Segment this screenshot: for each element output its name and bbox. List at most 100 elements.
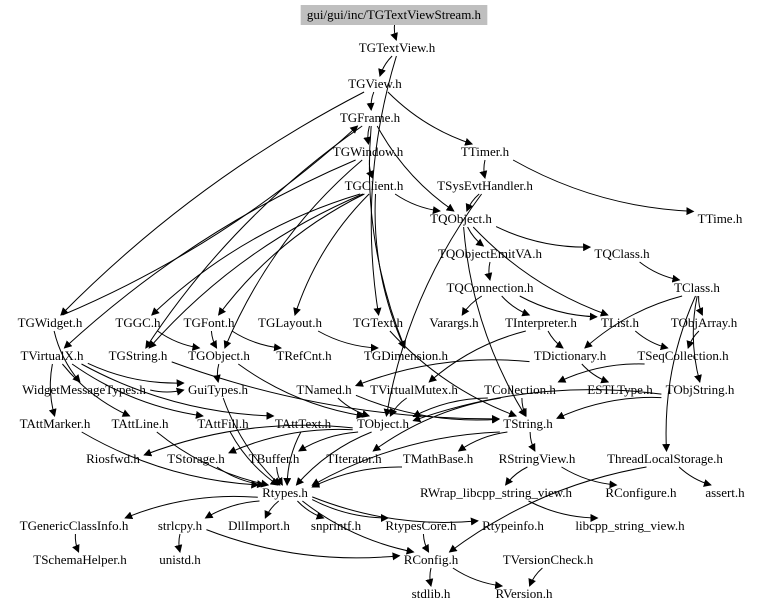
edge-TObject-to-TBuffer — [298, 431, 359, 452]
edge-strlcpy-to-RConfig — [206, 529, 401, 561]
node-ThreadLocalStorage: ThreadLocalStorage.h — [607, 451, 723, 466]
node-label: TQConnection.h — [446, 280, 534, 295]
node-TQObject: TQObject.h — [430, 211, 492, 226]
node-label: TIterator.h — [326, 451, 382, 466]
node-TGWindow: TGWindow.h — [333, 144, 404, 159]
edge-Rtypes-to-Rtypeinfo — [312, 496, 479, 526]
node-RWrap: RWrap_libcpp_string_view.h — [420, 485, 573, 500]
node-TGTextView: TGTextView.h — [359, 40, 436, 55]
edge-Rtypes-to-snprintf — [297, 500, 325, 520]
edge-TObjString-to-TString — [556, 396, 662, 420]
edge-TGFont-to-TGObject — [209, 330, 218, 349]
node-label: TGDimension.h — [364, 348, 449, 363]
node-label: TVirtualX.h — [20, 348, 84, 363]
edge-Rtypes-to-TGenericClassInfo — [124, 495, 258, 520]
node-TTime: TTime.h — [698, 211, 743, 226]
node-TGString: TGString.h — [109, 348, 168, 363]
node-TObjArray: TObjArray.h — [671, 315, 738, 330]
node-label: TGGC.h — [115, 315, 161, 330]
edge-RtypesCore-to-RConfig — [421, 533, 430, 553]
node-label: TVirtualMutex.h — [370, 382, 458, 397]
edge-TQClass-to-TClass — [639, 261, 681, 283]
edge-TString-to-TMathBase — [457, 431, 508, 452]
edge-TQConnection-to-Varargs — [461, 295, 483, 316]
node-DllImport: DllImport.h — [228, 518, 290, 533]
node-TQClass: TQClass.h — [594, 246, 650, 261]
node-GuiTypes: GuiTypes.h — [188, 382, 249, 397]
edge-TString-to-Rtypes — [311, 431, 500, 486]
node-label: Riosfwd.h — [86, 451, 140, 466]
node-label: ESTLType.h — [587, 382, 653, 397]
edge-TCollection-to-TObject — [412, 397, 488, 417]
node-label: TDictionary.h — [534, 348, 607, 363]
node-TGObject: TGObject.h — [188, 348, 250, 363]
node-label: Varargs.h — [429, 315, 479, 330]
node-TSchemaHelper: TSchemaHelper.h — [33, 552, 127, 567]
node-TStorage: TStorage.h — [167, 451, 225, 466]
node-RStringView: RStringView.h — [499, 451, 576, 466]
edge-RConfig-to-RVersion — [452, 567, 504, 590]
node-label: TGTextView.h — [359, 40, 436, 55]
edge-TGWindow-to-TVirtualX — [63, 159, 356, 349]
edge-RConfig-to-stdlib — [425, 567, 434, 587]
edge-TClass-to-ThreadLocalStorage — [662, 295, 696, 452]
edge-TGFrame-to-TGString — [145, 125, 363, 349]
node-TGFrame: TGFrame.h — [340, 110, 401, 125]
node-label: strlcpy.h — [158, 518, 203, 533]
edge-TSeqCollection-to-TCollection — [557, 363, 645, 383]
node-label: Rtypes.h — [262, 485, 308, 500]
edge-TGTextView-to-TGText — [370, 55, 397, 316]
node-label: TQObjectEmitVA.h — [438, 246, 543, 261]
node-TGView: TGView.h — [348, 76, 402, 91]
node-label: TGFont.h — [184, 315, 235, 330]
node-TObject: TObject.h — [357, 416, 410, 431]
node-label: snprintf.h — [311, 518, 362, 533]
node-TMathBase: TMathBase.h — [403, 451, 474, 466]
node-TVirtualX: TVirtualX.h — [20, 348, 84, 363]
edge-Rtypes-to-RtypesCore — [311, 499, 389, 522]
edge-strlcpy-to-unistd — [174, 533, 183, 553]
edge-TGWidget-to-WidgetMessageTypes — [53, 330, 81, 383]
edge-RWrap-to-libcpp — [528, 500, 599, 522]
edge-ThreadLocalStorage-to-RConfig — [448, 466, 647, 553]
edge-TNamed-to-TString — [355, 394, 500, 424]
node-TAttFill: TAttFill.h — [197, 416, 249, 431]
edge-TTimer-to-TSysEvtHandler — [479, 159, 488, 179]
node-snprintf: snprintf.h — [311, 518, 362, 533]
edge-TDictionary-to-ESTLType — [581, 363, 610, 384]
node-TObjString: TObjString.h — [666, 382, 735, 397]
node-TGGC: TGGC.h — [115, 315, 161, 330]
node-ESTLType: ESTLType.h — [587, 382, 653, 397]
node-label: TGWindow.h — [333, 144, 404, 159]
edge-TObject-to-Riosfwd — [143, 424, 353, 457]
node-TIterator: TIterator.h — [326, 451, 382, 466]
node-label: TCollection.h — [484, 382, 556, 397]
node-label: gui/gui/inc/TGTextViewStream.h — [307, 7, 482, 22]
node-TGClient: TGClient.h — [345, 178, 404, 193]
edge-TMathBase-to-Rtypes — [311, 466, 403, 488]
node-label: TStorage.h — [167, 451, 225, 466]
node-label: RWrap_libcpp_string_view.h — [420, 485, 573, 500]
node-label: TObject.h — [357, 416, 410, 431]
edge-TGFrame-to-TGWindow — [363, 125, 372, 145]
edge-TGWidget-to-TGFrame — [62, 125, 359, 316]
edge-TGTextView-to-TGView — [378, 55, 393, 77]
node-label: TClass.h — [674, 280, 720, 295]
edge-TGView-to-TGWidget — [60, 91, 365, 316]
node-RConfig: RConfig.h — [404, 552, 459, 567]
edge-TClass-to-TDictionary — [584, 295, 683, 349]
edge-TAttLine-to-Rtypes — [156, 431, 270, 488]
node-TTimer: TTimer.h — [461, 144, 510, 159]
node-stdlib: stdlib.h — [412, 586, 451, 601]
node-TVersionCheck: TVersionCheck.h — [503, 552, 594, 567]
edge-TVirtualX-to-TAttLine — [62, 363, 131, 417]
node-label: TGView.h — [348, 76, 402, 91]
node-RConfigure: RConfigure.h — [605, 485, 677, 500]
node-label: TVersionCheck.h — [503, 552, 594, 567]
node-TSeqCollection: TSeqCollection.h — [637, 348, 729, 363]
node-label: TGWidget.h — [18, 315, 83, 330]
edge-ThreadLocalStorage-to-assert — [678, 466, 712, 487]
node-TDictionary: TDictionary.h — [534, 348, 607, 363]
node-TGText: TGText.h — [353, 315, 403, 330]
